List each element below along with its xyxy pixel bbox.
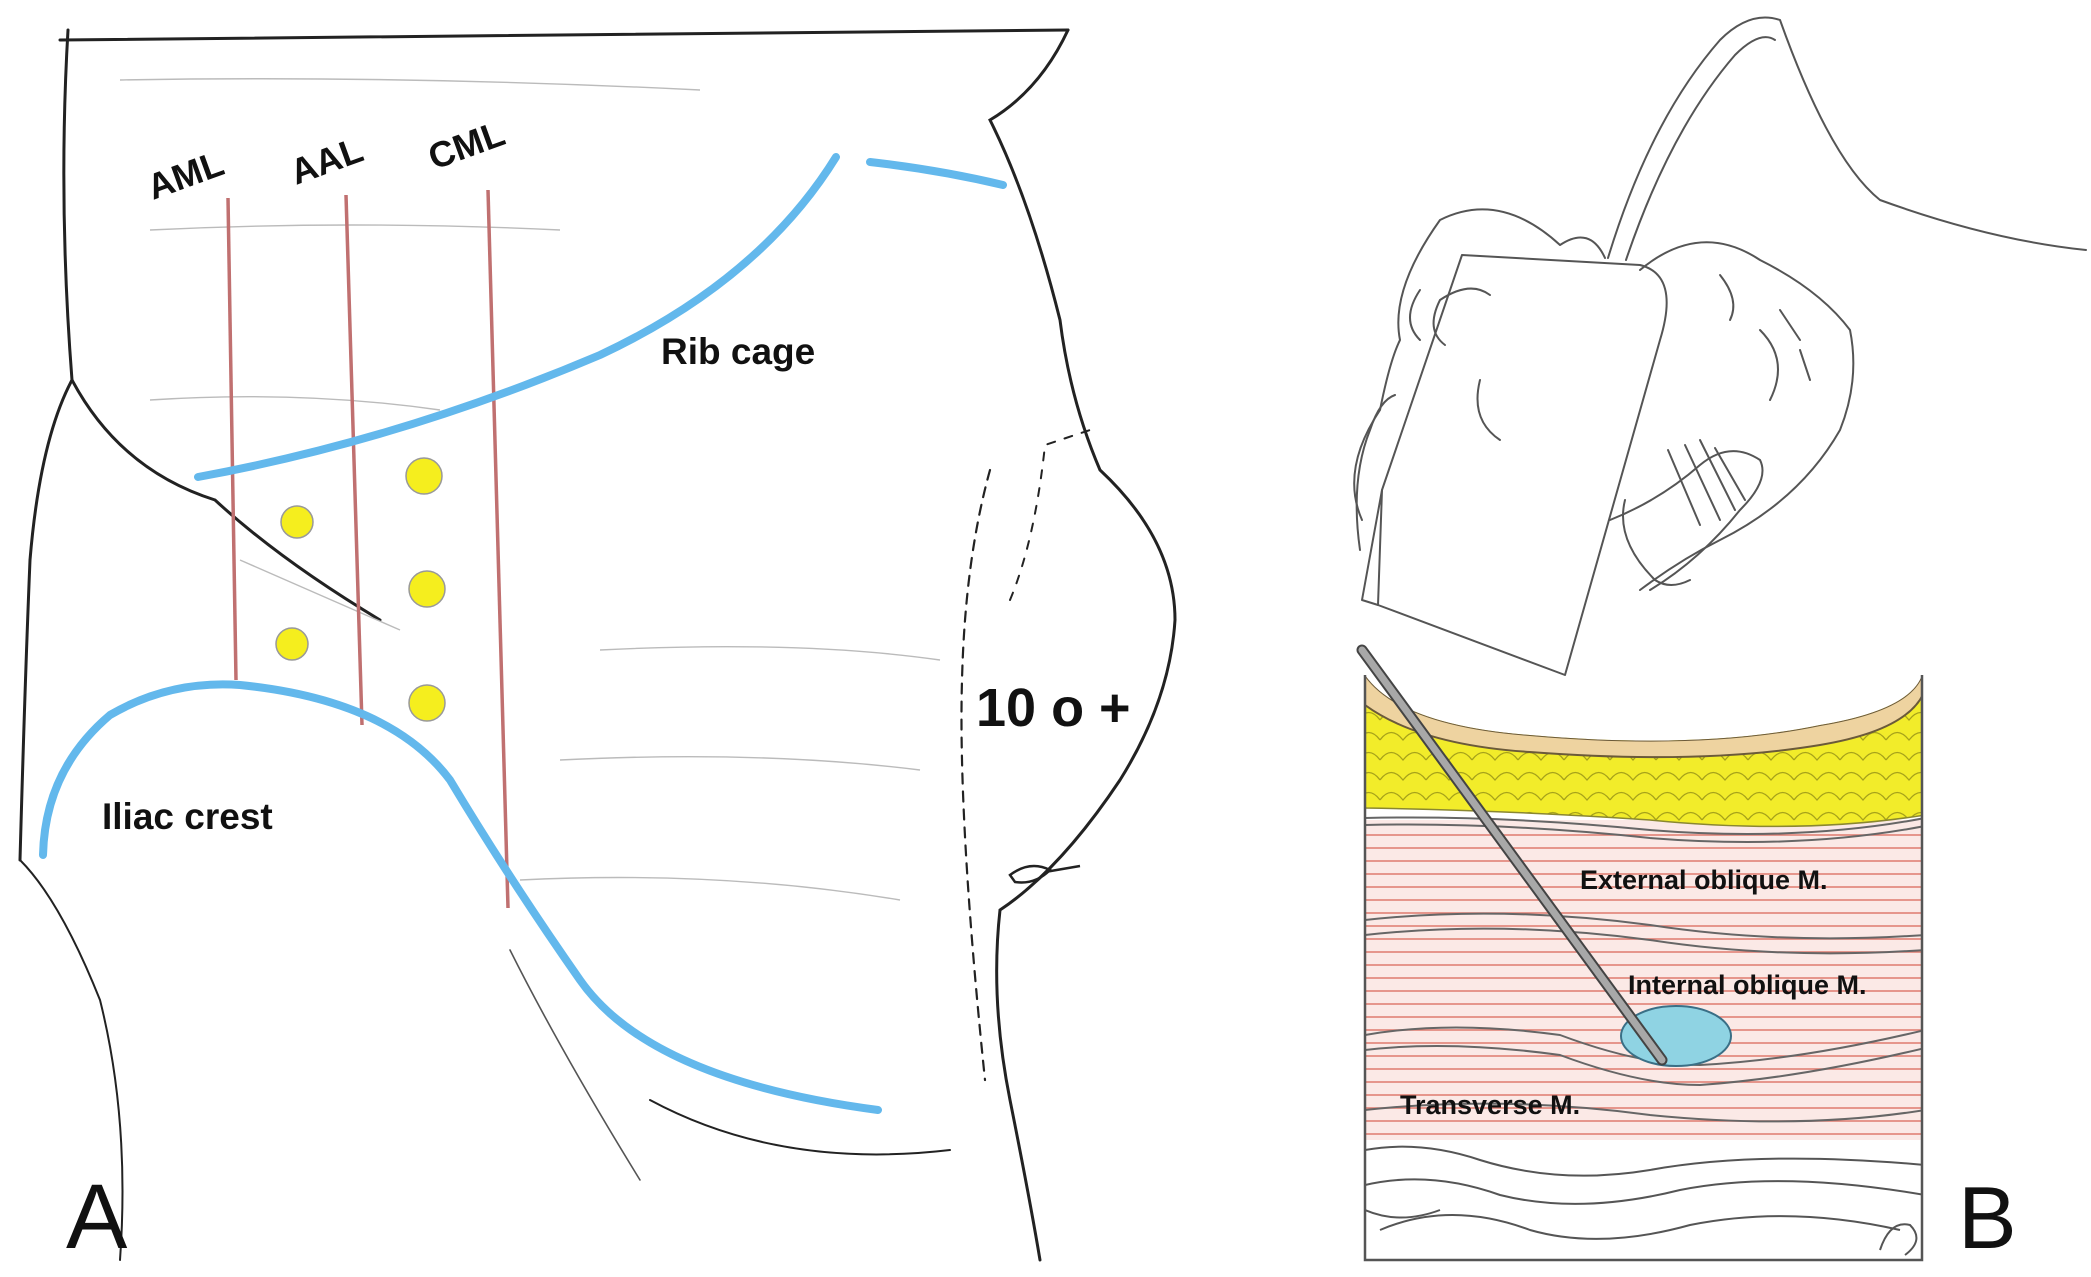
iliac-crest-curve: [43, 684, 878, 1110]
injection-point: [281, 506, 313, 538]
position-label: 10 o +: [976, 678, 1131, 738]
aal-line: [346, 195, 362, 725]
panel-a: AML AAL CML Rib cage Iliac crest 10 o + …: [20, 30, 1175, 1268]
skin-texture: [120, 79, 940, 900]
external-oblique-label: External oblique M.: [1580, 865, 1828, 895]
aml-label: AML: [142, 142, 229, 207]
internal-oblique-label: Internal oblique M.: [1628, 970, 1867, 1000]
injectate-pool: [1621, 1006, 1731, 1066]
aml-line: [228, 198, 236, 680]
panel-a-letter: A: [66, 1166, 128, 1268]
injection-point: [409, 571, 445, 607]
panel-b-letter: B: [1958, 1168, 2017, 1267]
cml-label: CML: [423, 112, 510, 177]
panel-b: External oblique M. Internal oblique M. …: [1354, 18, 2086, 1268]
injection-point: [409, 685, 445, 721]
rib-cage-label: Rib cage: [661, 331, 815, 372]
transverse-label: Transverse M.: [1400, 1090, 1580, 1120]
hand-with-probe: [1354, 18, 2086, 676]
deep-tissue: [1365, 1147, 1925, 1255]
injection-point: [406, 458, 442, 494]
iliac-crest-label: Iliac crest: [102, 796, 273, 837]
umbilicus: [1010, 866, 1080, 883]
fat-layer: [1365, 690, 1925, 826]
cml-line: [488, 190, 508, 908]
aal-label: AAL: [285, 129, 369, 193]
rib-cage-curve: [198, 157, 1003, 477]
injection-point: [276, 628, 308, 660]
torso-outline: [20, 30, 1175, 1260]
